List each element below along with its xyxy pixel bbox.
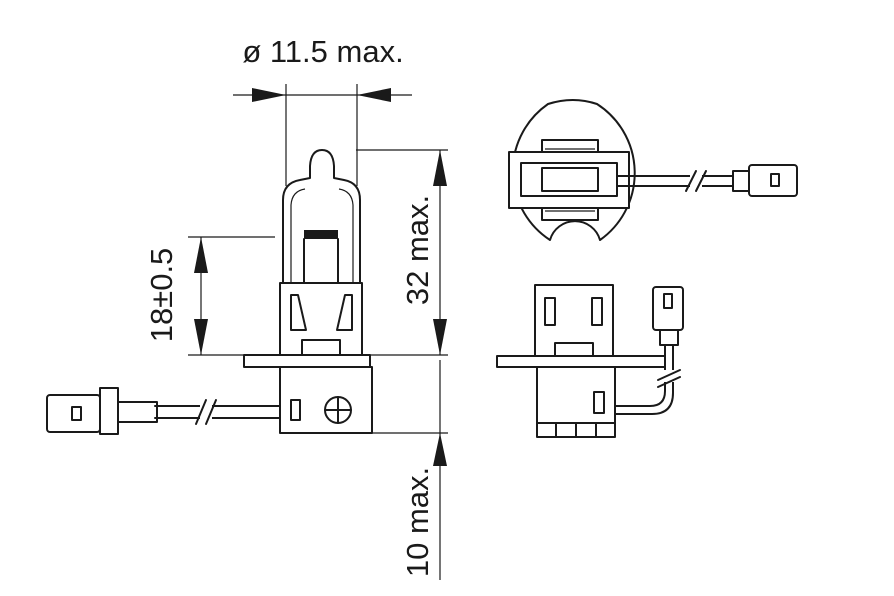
front-wire-break-1 xyxy=(657,369,681,381)
glass-envelope xyxy=(282,149,361,284)
filament xyxy=(304,230,338,239)
bottom-label: 10 max. xyxy=(400,467,435,577)
front-connector-ferrule xyxy=(659,329,679,346)
bottom-arrow xyxy=(433,433,447,466)
wire-break-mark-2 xyxy=(205,399,217,425)
top-base-outer xyxy=(508,151,630,209)
front-slot-left xyxy=(544,297,556,326)
mounting-flange xyxy=(243,354,371,368)
height-arrow-top xyxy=(433,150,447,186)
pinch-bottom-block xyxy=(301,339,341,357)
front-wire-outer xyxy=(614,344,666,407)
diameter-label: ø 11.5 max. xyxy=(242,34,403,69)
front-terminal-hole xyxy=(663,293,673,309)
top-wire-break-2 xyxy=(695,170,707,192)
front-spade-terminal xyxy=(652,286,684,331)
focal-label: 18±0.5 xyxy=(144,248,179,343)
wire-break-mark-1 xyxy=(195,399,207,425)
top-spade-terminal xyxy=(748,164,798,197)
focal-arrow-bottom xyxy=(194,319,208,355)
pinch-detail-left xyxy=(290,294,307,331)
bottom-dimension: 10 max. xyxy=(372,360,448,580)
height-label: 32 max. xyxy=(400,195,435,305)
height-dimension: 32 max. xyxy=(356,149,448,356)
glass-inner-line xyxy=(290,188,354,283)
terminal-hole xyxy=(71,406,82,421)
focal-arrow-top xyxy=(194,237,208,273)
top-base-inner xyxy=(520,162,618,197)
diameter-dimension: ø 11.5 max. xyxy=(233,34,412,186)
front-base-slot xyxy=(593,391,605,414)
base-socket xyxy=(279,366,373,434)
front-wire-inner xyxy=(614,344,674,415)
front-wire-break-2 xyxy=(657,376,681,388)
top-wire-break-1 xyxy=(685,170,697,192)
diameter-arrow-left xyxy=(252,88,286,102)
front-view xyxy=(496,284,684,438)
front-flange xyxy=(496,355,666,368)
top-view xyxy=(508,99,798,241)
top-base-center xyxy=(541,167,599,192)
height-arrow-bottom xyxy=(433,319,447,355)
side-view xyxy=(46,149,373,435)
focal-dimension: 18±0.5 xyxy=(144,236,275,356)
diameter-arrow-right xyxy=(357,88,391,102)
spade-terminal xyxy=(46,394,101,433)
pinch-detail-right xyxy=(336,294,353,331)
top-terminal-hole xyxy=(770,173,780,187)
base-slot xyxy=(290,399,301,421)
connector-ferrule xyxy=(117,401,158,423)
top-connector-ferrule xyxy=(732,170,750,192)
connector-collar xyxy=(99,387,119,435)
front-slot-right xyxy=(591,297,603,326)
